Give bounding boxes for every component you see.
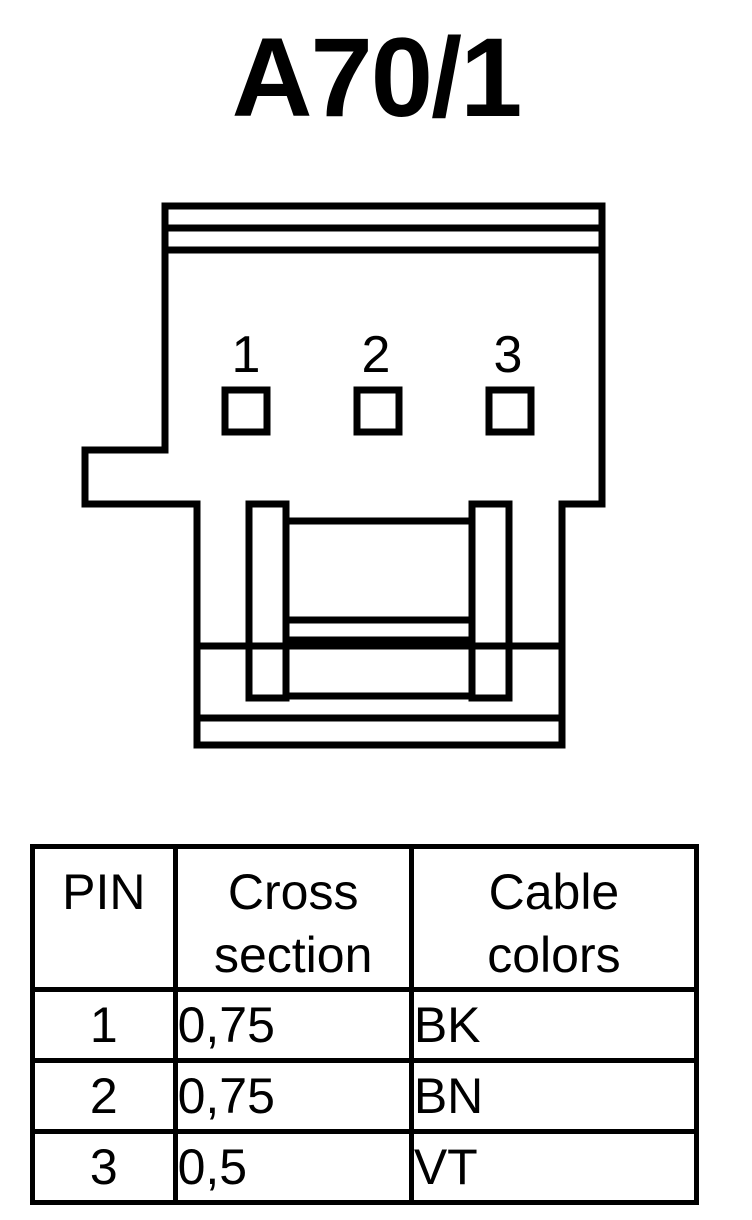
pin-label: 1 — [232, 326, 261, 384]
pin-cavity-2 — [353, 386, 403, 436]
header-cross-section-line: section — [213, 927, 373, 983]
pin-number: 1 — [30, 987, 178, 1063]
cross-section-value: 0,75 — [172, 1058, 414, 1134]
pin-label: 2 — [362, 326, 391, 384]
header-pin: PIN — [30, 844, 178, 992]
pin-number: 3 — [30, 1129, 178, 1205]
pin-cavity-1 — [221, 386, 271, 436]
connector-housing-outline — [81, 202, 606, 749]
latch-post-right — [468, 500, 513, 702]
header-cross-section-line: Cross — [227, 864, 359, 920]
pin-assignment-table: PIN Cross section Cable colors 1 0,75 BK… — [30, 844, 700, 1205]
connector-title: A70/1 — [231, 15, 523, 140]
table-row: 1 0,75 BK — [30, 987, 700, 1063]
pin-number: 2 — [30, 1058, 178, 1134]
latch-post-left — [245, 500, 290, 702]
header-cable-colors-line: Cable — [488, 864, 620, 920]
table-row: 2 0,75 BN — [30, 1058, 700, 1134]
table-row: 3 0,5 VT — [30, 1129, 700, 1205]
header-cross-section: Cross section — [172, 844, 414, 992]
table-header-row: PIN Cross section Cable colors — [30, 844, 700, 992]
header-cable-colors-line: colors — [487, 927, 621, 983]
cable-color-value: BN — [408, 1058, 700, 1134]
header-cable-colors: Cable colors — [408, 844, 700, 992]
connector-diagram: 1 2 3 — [81, 202, 606, 749]
header-pin-text: PIN — [62, 864, 146, 920]
cable-color-value: BK — [408, 987, 700, 1063]
cross-section-value: 0,5 — [172, 1129, 414, 1205]
cross-section-value: 0,75 — [172, 987, 414, 1063]
pin-label: 3 — [494, 326, 523, 384]
cable-color-value: VT — [408, 1129, 700, 1205]
pin-cavity-3 — [485, 386, 535, 436]
